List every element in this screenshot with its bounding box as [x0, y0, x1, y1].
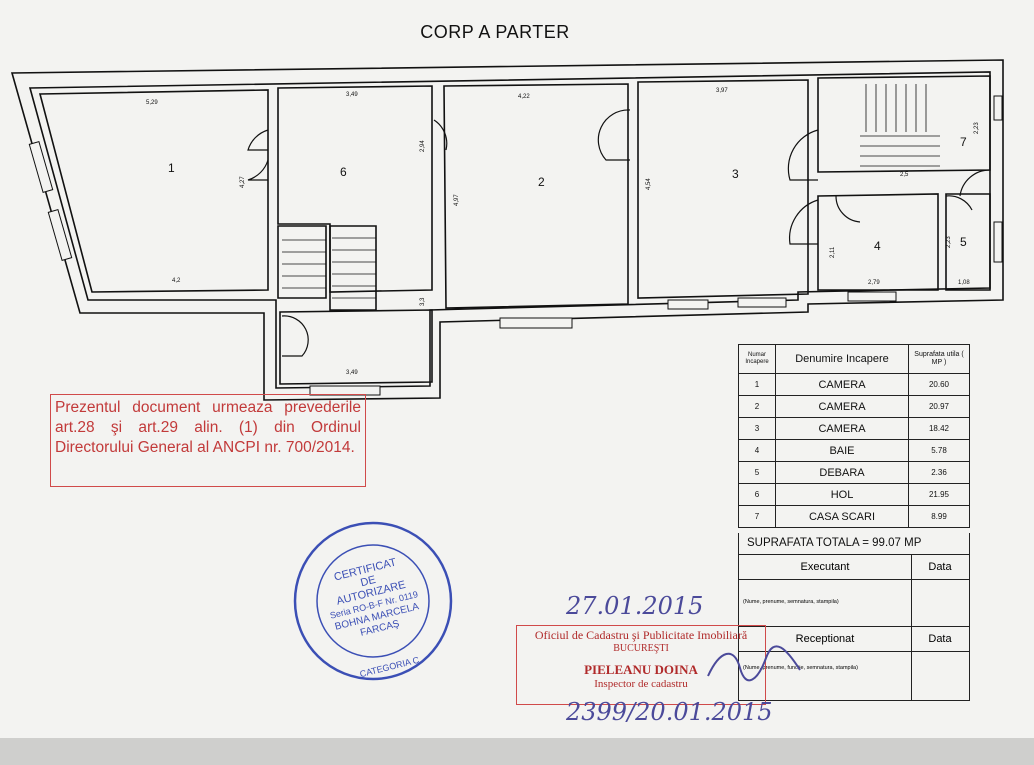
cell-number: 6: [738, 483, 776, 506]
dim-label: 3,97: [716, 88, 728, 94]
room-number: 3: [732, 167, 739, 181]
document-sheet: CORP A PARTER: [0, 0, 1034, 738]
ocpi-inspector-name: PIELEANU DOINA: [584, 662, 698, 677]
stamp-line: DE: [359, 574, 377, 589]
cell-number: 2: [738, 395, 776, 418]
dim-label: 4,97: [454, 194, 460, 206]
executant-note: (Nume, prenume, semnatura, stampila): [743, 599, 839, 605]
dim-label: 4,2: [172, 278, 181, 284]
ocpi-stamp: Oficiul de Cadastru şi Publicitate Imobi…: [516, 625, 766, 705]
cell-area: 5.78: [908, 439, 970, 462]
room-number: 2: [538, 175, 545, 189]
room-number: 7: [960, 135, 967, 149]
room-number: 1: [168, 161, 175, 175]
col-header-area: Suprafata utila ( MP ): [908, 344, 970, 374]
dim-label: 4,27: [240, 176, 246, 188]
stamp-category: CATEGORIA C: [359, 655, 421, 680]
dim-label: 2,11: [830, 246, 836, 258]
cell-name: BAIE: [775, 439, 909, 462]
round-stamp-icon: CERTIFICAT DE AUTORIZARE Seria RO-B-F Nr…: [293, 521, 453, 681]
dim-label: 1,08: [958, 280, 970, 286]
rooms-table: Numar Incapere Denumire Incapere Suprafa…: [738, 344, 970, 528]
dim-label: 2,94: [420, 140, 426, 152]
cell-area: 20.97: [908, 395, 970, 418]
signature-icon: [707, 645, 801, 682]
cell-area: 20.60: [908, 373, 970, 396]
handwritten-date: 27.01.2015: [566, 592, 704, 620]
receptionat-note: (Nume, prenume, functie, semnatura, stam…: [743, 665, 858, 671]
plan-title: CORP A PARTER: [420, 22, 570, 42]
room-number: 5: [960, 235, 967, 249]
receptionat-date-label: Data: [911, 627, 969, 652]
cell-name: HOL: [775, 483, 909, 506]
cell-area: 8.99: [908, 505, 970, 528]
floor-plan: 5,29 3,49 4,22 3,97 4,27 2,94 4,97 4,54 …: [10, 59, 1004, 401]
cell-number: 7: [738, 505, 776, 528]
handwritten-registration: 2399/20.01.2015: [566, 698, 773, 726]
dim-label: 4,22: [518, 94, 530, 100]
cell-name: CASA SCARI: [775, 505, 909, 528]
total-area: SUPRAFATA TOTALA = 99.07 MP: [738, 533, 970, 555]
cell-area: 2.36: [908, 461, 970, 484]
dim-label: 3,3: [420, 297, 426, 306]
cell-number: 4: [738, 439, 776, 462]
dim-label: 2,79: [868, 280, 880, 286]
room-number: 6: [340, 165, 347, 179]
dimension-labels: 5,29 3,49 4,22 3,97 4,27 2,94 4,97 4,54 …: [146, 88, 980, 376]
dim-label: 2,5: [900, 172, 909, 178]
cell-number: 3: [738, 417, 776, 440]
ocpi-office: Oficiul de Cadastru şi Publicitate Imobi…: [534, 628, 748, 642]
dim-label: 2,23: [974, 122, 980, 134]
legal-note: Prezentul document urmeaza prevederile a…: [50, 394, 366, 487]
cell-name: CAMERA: [775, 373, 909, 396]
col-header-name: Denumire Incapere: [775, 344, 909, 374]
executant-box: Executant Data (Nume, prenume, semnatura…: [738, 555, 970, 627]
col-header-number: Numar Incapere: [738, 344, 776, 374]
dim-label: 2,23: [946, 236, 952, 248]
executant-label: Executant: [739, 555, 912, 580]
cell-number: 1: [738, 373, 776, 396]
dim-label: 5,29: [146, 100, 158, 106]
cell-name: CAMERA: [775, 417, 909, 440]
executant-date-label: Data: [911, 555, 969, 580]
receptionat-box: Receptionat Data (Nume, prenume, functie…: [738, 627, 970, 701]
cell-number: 5: [738, 461, 776, 484]
cell-name: DEBARA: [775, 461, 909, 484]
cell-name: CAMERA: [775, 395, 909, 418]
page-edge: [0, 738, 1034, 765]
ocpi-inspector-role: Inspector de cadastru: [594, 678, 688, 690]
cell-area: 18.42: [908, 417, 970, 440]
room-number: 4: [874, 239, 881, 253]
dim-label: 3,49: [346, 92, 358, 98]
ocpi-city: BUCUREŞTI: [613, 643, 669, 654]
cell-area: 21.95: [908, 483, 970, 506]
receptionat-label: Receptionat: [739, 627, 912, 652]
dim-label: 3,49: [346, 370, 358, 376]
dim-label: 4,54: [646, 178, 652, 190]
